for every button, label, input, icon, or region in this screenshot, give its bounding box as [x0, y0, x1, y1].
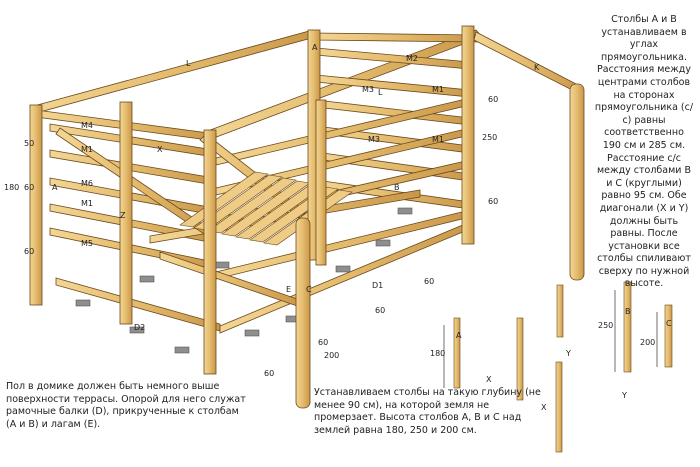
deck-plank: [207, 177, 297, 234]
posts: [29, 25, 585, 409]
post-A-left-front: [29, 104, 43, 306]
label-M2: M2: [406, 54, 418, 63]
inset-label-X: X: [486, 375, 492, 384]
beam-K: [473, 31, 581, 93]
post-C-back: [569, 83, 585, 281]
label-M1: M1: [81, 199, 93, 208]
inset-post-C-tall: [664, 304, 673, 368]
inset-label-B: B: [625, 307, 631, 316]
footing: [214, 261, 230, 269]
label-K: K: [534, 63, 540, 72]
post-C-front: [295, 217, 311, 409]
post-front-corner: [203, 129, 217, 375]
dimension-60: 60: [318, 338, 328, 347]
dimension-60: 60: [24, 247, 34, 256]
label-M6: M6: [81, 179, 93, 188]
dimension-60: 60: [488, 95, 498, 104]
post-height-inset: A B C X X Y Y 180 250 200: [430, 281, 673, 453]
label-M5: M5: [81, 239, 93, 248]
inset-height-180: 180: [430, 349, 445, 358]
caption-post-depth: Устанавливаем столбы на такую глубину (н…: [314, 387, 541, 436]
footing: [335, 265, 351, 273]
footing: [244, 329, 260, 337]
beam-back-top: [312, 32, 479, 43]
dimension-180: 180: [4, 183, 19, 192]
dimension-200: 200: [324, 351, 339, 360]
inset-post-A-tall: [556, 284, 564, 338]
label-B: B: [394, 183, 400, 192]
dimension-labels: 50 180 60 60 250 60 60 60 60 60 60 200: [4, 95, 498, 378]
caption-post-placement: Столбы А и В устанавливаем в углах прямо…: [594, 14, 694, 290]
label-D1: D1: [372, 281, 383, 290]
dimension-60: 60: [264, 369, 274, 378]
post-mid-back: [315, 99, 327, 266]
inset-label-C: C: [666, 319, 672, 328]
frame-labels: A L L K M4 M1 X M6 A M1 Z M5 M2 M3 M1 M3…: [52, 43, 540, 332]
label-X: X: [157, 145, 163, 154]
label-M3: M3: [362, 85, 374, 94]
footing: [174, 346, 190, 354]
label-M3: M3: [368, 135, 380, 144]
inset-post-B: [516, 317, 524, 401]
deck-plank: [179, 171, 269, 228]
inset-label-X: X: [541, 403, 547, 412]
label-E: E: [286, 285, 291, 294]
post-B: [461, 25, 475, 245]
footing: [397, 207, 413, 215]
label-M1: M1: [432, 135, 444, 144]
label-Z: Z: [120, 211, 126, 220]
inset-label-Y: Y: [621, 391, 627, 400]
inset-height-200: 200: [640, 338, 655, 347]
inset-label-Y: Y: [565, 349, 571, 358]
label-A: A: [312, 43, 318, 52]
dimension-60: 60: [424, 277, 434, 286]
dimension-60: 60: [375, 306, 385, 315]
post-Z: [119, 101, 133, 325]
dimension-60: 60: [24, 183, 34, 192]
dimension-60: 60: [488, 197, 498, 206]
footing: [375, 239, 391, 247]
inset-post-A: [453, 317, 461, 389]
inset-post-C: [555, 361, 563, 453]
footing: [129, 326, 145, 334]
dimension-50: 50: [24, 139, 34, 148]
label-L: L: [378, 88, 383, 97]
inset-post-B-tall: [623, 281, 632, 373]
footing: [139, 275, 155, 283]
label-A: A: [52, 183, 58, 192]
footing: [75, 299, 91, 307]
beam-L-left: [29, 29, 320, 114]
inset-height-250: 250: [598, 321, 613, 330]
caption-floor-support: Пол в домике должен быть немного выше по…: [6, 381, 246, 430]
dimension-250: 250: [482, 133, 497, 142]
label-M1: M1: [432, 85, 444, 94]
label-L: L: [186, 59, 191, 68]
label-C: C: [306, 285, 312, 294]
label-M1: M1: [81, 145, 93, 154]
label-M4: M4: [81, 121, 93, 130]
inset-label-A: A: [456, 331, 462, 340]
label-D2: D2: [134, 323, 145, 332]
